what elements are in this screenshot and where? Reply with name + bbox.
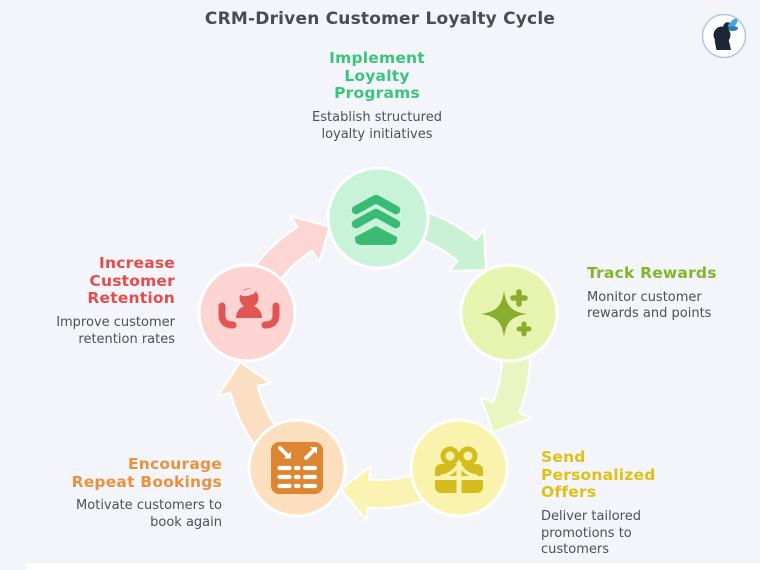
booking-list-icon bbox=[271, 442, 323, 494]
node-description: Deliver tailored promotions to customers bbox=[541, 508, 641, 558]
arrow-in-head bbox=[284, 451, 291, 459]
node-title: Implement Loyalty Programs bbox=[329, 49, 425, 103]
chevron-base bbox=[355, 226, 397, 245]
butterfly-wing-lower bbox=[728, 26, 738, 31]
gift-icon bbox=[435, 446, 483, 493]
node-description: Establish structured loyalty initiatives bbox=[312, 109, 442, 142]
sparkle-star bbox=[481, 291, 527, 337]
page-title: CRM-Driven Customer Loyalty Cycle bbox=[204, 9, 556, 29]
chevron-middle bbox=[351, 208, 401, 229]
person-hair-highlight bbox=[240, 288, 256, 297]
node-implement-loyalty-programs bbox=[326, 166, 430, 270]
brand-logo bbox=[701, 13, 747, 59]
node-text-encourage-repeat-bookings: Encourage Repeat Bookings Motivate custo… bbox=[40, 455, 222, 532]
arrow-out-shaft bbox=[304, 449, 315, 460]
gift-ribbon-left bbox=[440, 465, 459, 478]
node-text-implement-loyalty-programs: Implement Loyalty Programs Establish str… bbox=[282, 49, 472, 143]
bottom-strip bbox=[26, 563, 760, 570]
arrow-out-head bbox=[310, 447, 317, 454]
sparkle-icon bbox=[481, 289, 532, 337]
node-description: Improve customer retention rates bbox=[56, 314, 175, 347]
customer-care-icon bbox=[218, 288, 280, 329]
node-text-send-personalized-offers: Send Personalized Offers Deliver tailore… bbox=[541, 448, 703, 559]
node-description: Monitor customer rewards and points bbox=[587, 289, 712, 322]
node-increase-customer-retention bbox=[197, 263, 297, 363]
node-encourage-repeat-bookings bbox=[247, 418, 347, 518]
chevron-top bbox=[351, 194, 401, 215]
person-shoulders bbox=[236, 305, 262, 318]
arrow-track-to-offers bbox=[479, 344, 533, 434]
node-title: Encourage Repeat Bookings bbox=[71, 455, 222, 491]
butterfly-icon bbox=[728, 18, 738, 31]
node-track-rewards bbox=[459, 263, 559, 363]
node-title: Send Personalized Offers bbox=[541, 448, 656, 502]
node-description: Motivate customers to book again bbox=[76, 498, 222, 530]
plus-large bbox=[510, 289, 528, 307]
node-title: Increase Customer Retention bbox=[87, 254, 175, 308]
node-title: Track Rewards bbox=[587, 264, 717, 282]
hand-right bbox=[261, 302, 280, 329]
booking-list-rows bbox=[277, 465, 318, 489]
brand-logo-icon bbox=[701, 13, 747, 59]
gift-bow-right bbox=[458, 446, 478, 466]
levels-chevrons-icon bbox=[351, 194, 401, 245]
arrow-in-shaft bbox=[278, 446, 289, 457]
gift-bow-left bbox=[440, 446, 460, 466]
gift-ribbon-right bbox=[459, 465, 478, 478]
woman-silhouette-icon bbox=[713, 22, 732, 50]
plus-small bbox=[516, 321, 532, 337]
hand-left bbox=[218, 302, 237, 329]
node-text-increase-customer-retention: Increase Customer Retention Improve cust… bbox=[30, 254, 175, 348]
node-send-personalized-offers bbox=[409, 418, 509, 518]
node-text-track-rewards: Track Rewards Monitor customer rewards a… bbox=[587, 264, 755, 323]
